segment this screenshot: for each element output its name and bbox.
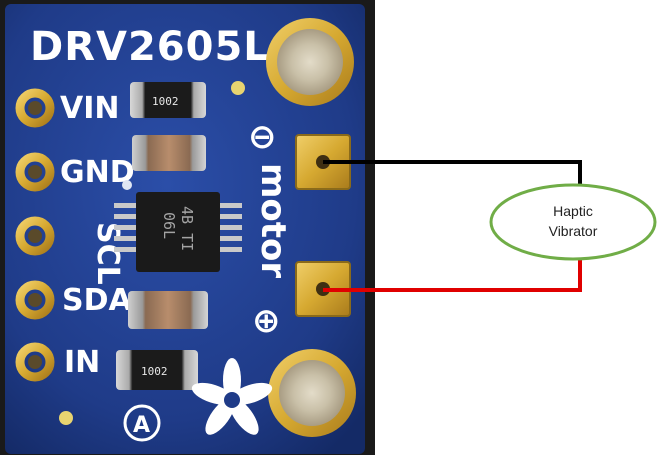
adafruit-flower-logo: [191, 358, 273, 435]
pin-label-scl: SCL: [90, 222, 125, 285]
a-logo: A: [123, 404, 161, 442]
capacitor-bottom: [128, 291, 208, 329]
pin-label-in: IN: [64, 345, 100, 380]
resistor-bottom-body: [116, 350, 198, 390]
vibrator-label-line2: Vibrator: [549, 223, 598, 239]
motor-label: motor: [253, 163, 293, 278]
pin-pad-sda: [15, 280, 55, 320]
haptic-vibrator-callout: Haptic Vibrator: [489, 183, 657, 261]
resistor-bottom-label: 1002: [141, 365, 168, 378]
mounting-hole-bottom: [268, 349, 356, 437]
motor-minus-symbol: ⊖: [248, 117, 277, 157]
pin-label-vin: VIN: [60, 91, 120, 126]
pin-hole-sda: [28, 293, 42, 307]
capacitor-top: [132, 135, 206, 171]
resistor-top: 1002: [130, 82, 206, 118]
a-logo-letter: A: [133, 413, 150, 438]
red-wire: [323, 256, 582, 292]
via-top: [231, 81, 245, 95]
pin-label-sda: SDA: [62, 283, 133, 318]
ic-body: [136, 192, 220, 272]
pin-hole-gnd: [28, 165, 42, 179]
resistor-bottom: 1002: [116, 350, 198, 390]
ic-chip: 4B TI 06L: [114, 192, 242, 272]
vibrator-ellipse: [489, 183, 657, 261]
ic-marking-line2: 06L: [160, 212, 178, 239]
pin-pad-vin: [15, 88, 55, 128]
vibrator-label-line1: Haptic: [553, 203, 593, 219]
pin-hole-vin: [28, 101, 42, 115]
motor-plus-symbol: ⊕: [252, 301, 281, 341]
black-wire: [323, 160, 582, 188]
pin-hole-scl: [28, 229, 42, 243]
pin-pad-gnd: [15, 152, 55, 192]
resistor-top-body: [130, 82, 206, 118]
pin-hole-in: [28, 355, 42, 369]
board-title: DRV2605L: [30, 24, 270, 70]
via-bottom: [59, 411, 73, 425]
ic-legs: [114, 203, 242, 252]
mounting-hole-top: [266, 18, 354, 106]
via-dot: [122, 180, 132, 190]
pin-pad-scl: [15, 216, 55, 256]
ic-marking-line1: 4B TI: [178, 206, 196, 251]
pin-header: [15, 88, 55, 382]
resistor-top-label: 1002: [152, 95, 179, 108]
pin-pad-in: [15, 342, 55, 382]
